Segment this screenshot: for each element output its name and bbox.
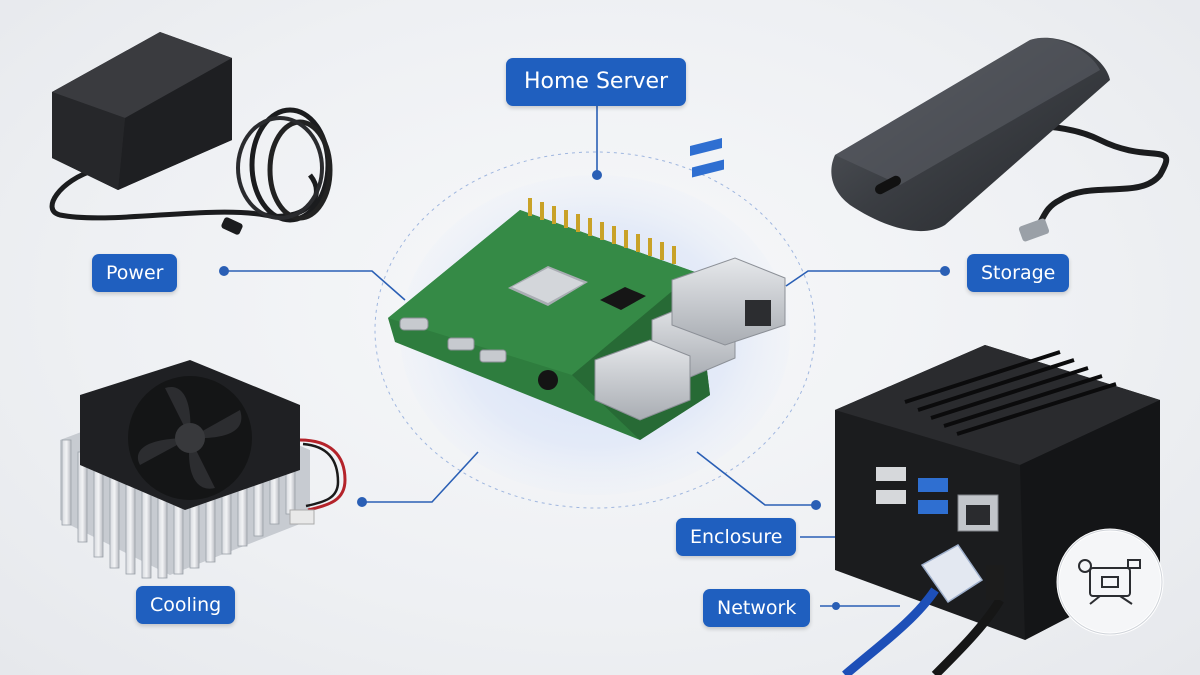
title-label: Home Server xyxy=(506,58,687,106)
usb-port xyxy=(876,467,948,514)
connector-enclosure xyxy=(696,451,816,506)
connector-power xyxy=(224,270,406,301)
connector-dots xyxy=(219,170,950,610)
power-label: Power xyxy=(92,254,178,292)
circuit-badge-icon xyxy=(1056,528,1164,636)
network-label: Network xyxy=(703,589,811,627)
cooling-label: Cooling xyxy=(136,586,236,624)
single-board-computer-icon xyxy=(388,137,786,440)
ssd-icon xyxy=(831,37,1170,242)
center-halo xyxy=(374,151,816,509)
connector-cooling xyxy=(362,451,479,503)
connector-storage xyxy=(785,270,945,287)
cooling-fan-icon xyxy=(60,360,347,579)
storage-label: Storage xyxy=(967,254,1070,292)
ethernet-cable-icon xyxy=(842,544,1004,675)
enclosure-label: Enclosure xyxy=(676,518,797,556)
power-adapter-icon xyxy=(49,32,333,235)
